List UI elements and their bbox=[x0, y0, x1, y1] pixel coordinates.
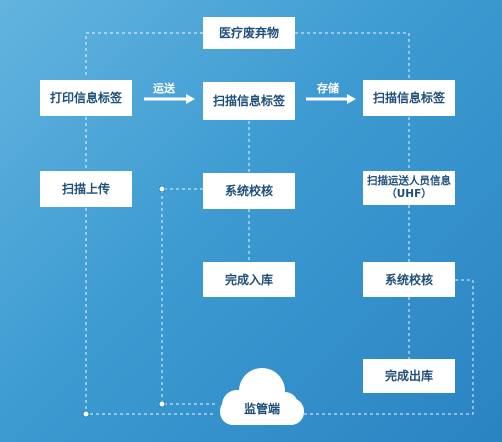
junction-dot bbox=[158, 185, 166, 193]
node-system-verify-1: 系统校核 bbox=[203, 173, 295, 209]
connector-waste-to-print bbox=[85, 32, 203, 78]
label-transport: 运送 bbox=[153, 82, 175, 95]
junction-dot bbox=[158, 400, 166, 408]
node-scan-staff-info: 扫描运送人员信息 （UHF） bbox=[363, 171, 455, 205]
node-complete-inbound: 完成入库 bbox=[203, 262, 295, 297]
connector-upload-to-monitor bbox=[85, 208, 215, 415]
node-scan-label-1: 扫描信息标签 bbox=[203, 82, 295, 120]
transport-arrow-head bbox=[186, 94, 195, 104]
cloud-icon bbox=[220, 368, 304, 425]
connector-verify2-to-monitor bbox=[293, 279, 474, 415]
node-scan-upload: 扫描上传 bbox=[40, 171, 132, 207]
node-system-verify-2: 系统校核 bbox=[363, 262, 455, 297]
connector-waste-to-storage bbox=[295, 32, 410, 78]
junction-dot bbox=[82, 410, 90, 418]
label-storage: 存储 bbox=[317, 82, 339, 95]
node-medical-waste: 医疗废弃物 bbox=[203, 17, 295, 49]
node-print-label: 打印信息标签 bbox=[40, 80, 132, 116]
storage-arrow-head bbox=[347, 94, 356, 104]
node-monitor: 监管端 bbox=[243, 402, 280, 416]
node-scan-label-2: 扫描信息标签 bbox=[363, 80, 455, 116]
connector-verify-to-monitor bbox=[161, 188, 215, 405]
node-complete-outbound: 完成出库 bbox=[363, 359, 455, 393]
